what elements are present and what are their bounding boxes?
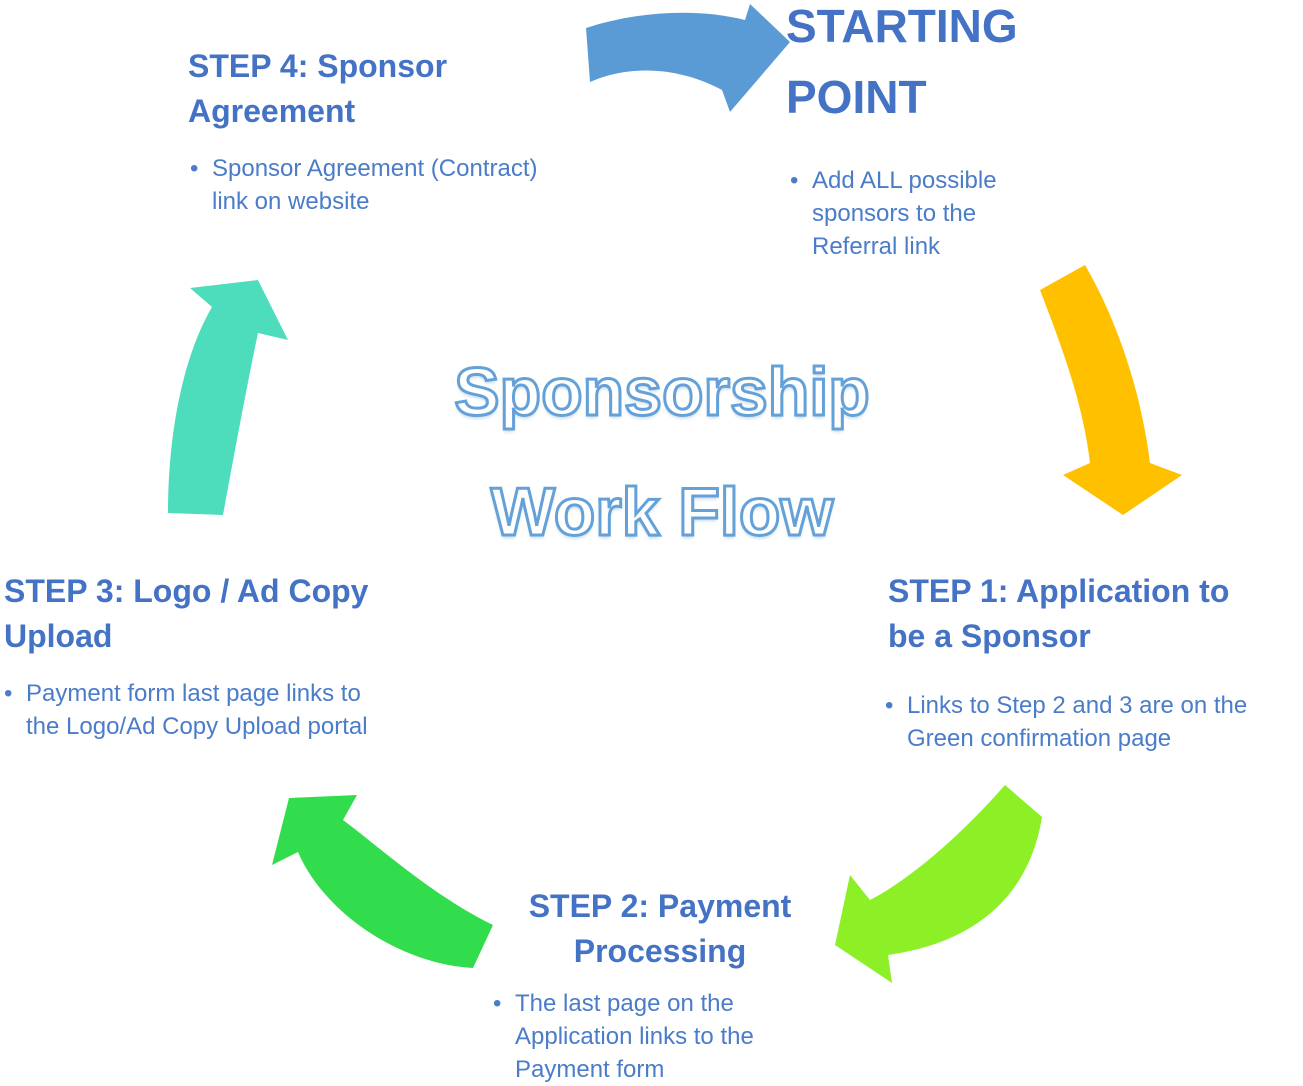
step1-heading: STEP 1: Application to be a Sponsor (888, 573, 1230, 654)
step3-bullet: • Payment form last page links to the Lo… (4, 677, 434, 743)
arrow-step2-to-step3-icon (272, 795, 493, 968)
arrow-start-to-step1-icon (1040, 265, 1182, 515)
arrow-step3-to-step4-icon (168, 280, 288, 515)
diagram-title: Sponsorship Work Flow (412, 352, 912, 553)
bullet-marker: • (885, 692, 894, 719)
step2-bullet: • The last page on the Application links… (493, 987, 823, 1086)
step2-bullet-text: The last page on the Application links t… (515, 990, 754, 1084)
bullet-marker: • (790, 167, 799, 194)
starting-point-bullet-text: Add ALL possible sponsors to the Referra… (812, 167, 997, 261)
arrow-start-to-step1-shape (1040, 265, 1182, 515)
step2-heading: STEP 2: Payment Processing (528, 888, 792, 969)
step4-bullet: • Sponsor Agreement (Contract) link on w… (190, 152, 620, 218)
diagram-title-line2: Work Flow (489, 472, 835, 551)
starting-point-bullet: • Add ALL possible sponsors to the Refer… (790, 164, 1040, 263)
arrow-step2-to-step3-shape (272, 795, 493, 968)
arrow-step3-to-step4-shape (168, 280, 288, 515)
step1-bullet-text: Links to Step 2 and 3 are on the Green c… (907, 692, 1248, 753)
step3-bullet-text: Payment form last page links to the Logo… (26, 680, 368, 741)
arrow-step1-to-step2-shape (835, 785, 1042, 983)
bullet-marker: • (190, 155, 199, 182)
step3-heading: STEP 3: Logo / Ad Copy Upload (4, 573, 369, 654)
diagram-title-line1: Sponsorship (453, 353, 872, 432)
step4-heading: STEP 4: Sponsor Agreement (188, 48, 448, 129)
bullet-marker: • (493, 990, 502, 1017)
step4-bullet-text: Sponsor Agreement (Contract) link on web… (212, 155, 538, 216)
step1-bullet: • Links to Step 2 and 3 are on the Green… (885, 689, 1303, 755)
bullet-marker: • (4, 680, 13, 707)
starting-point-heading: STARTING POINT (786, 0, 1018, 124)
arrow-step4-to-start-icon (586, 4, 790, 112)
arrow-step1-to-step2-icon (835, 785, 1042, 983)
arrow-step4-to-start-shape (586, 4, 790, 112)
